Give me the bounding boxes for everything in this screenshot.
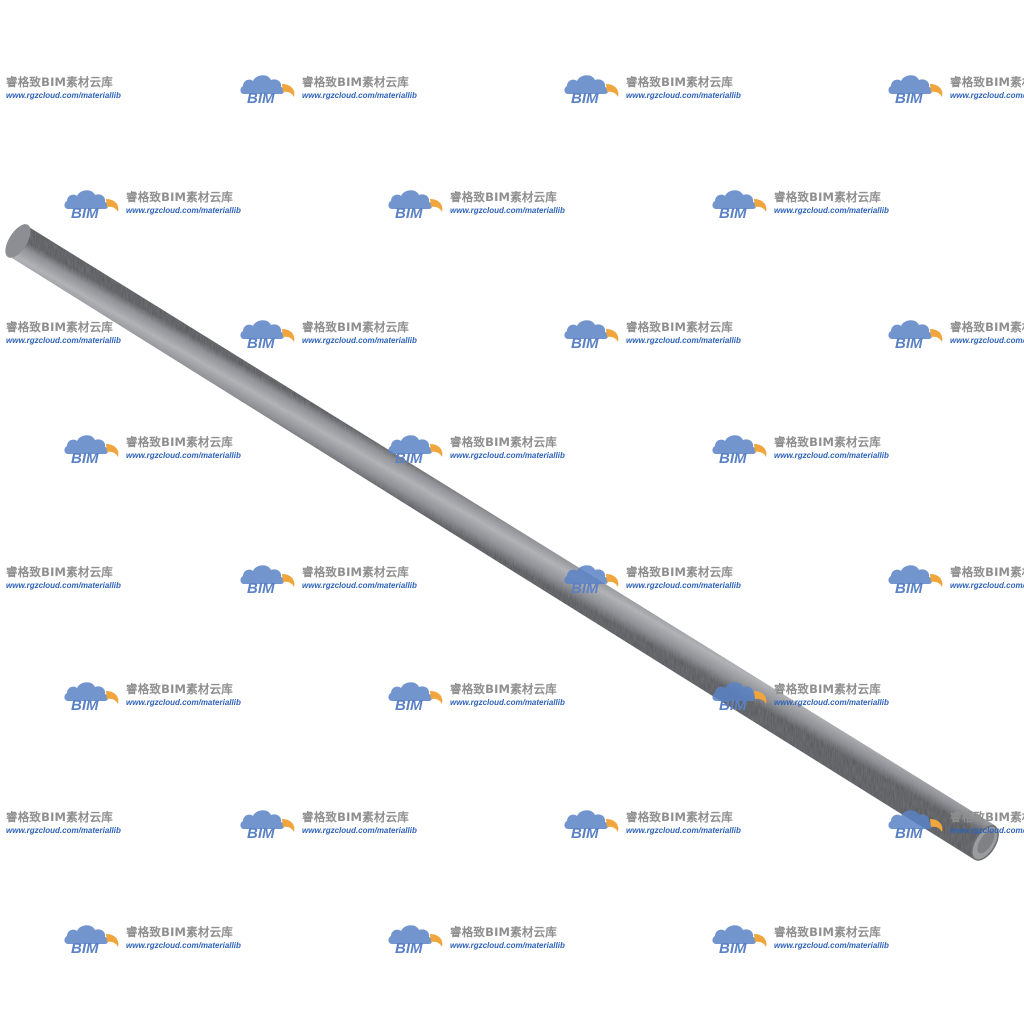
pipe-texture bbox=[12, 224, 996, 860]
pipe-start-cap bbox=[5, 224, 31, 258]
pipe bbox=[5, 224, 999, 861]
pipe-end-bore bbox=[977, 830, 995, 854]
